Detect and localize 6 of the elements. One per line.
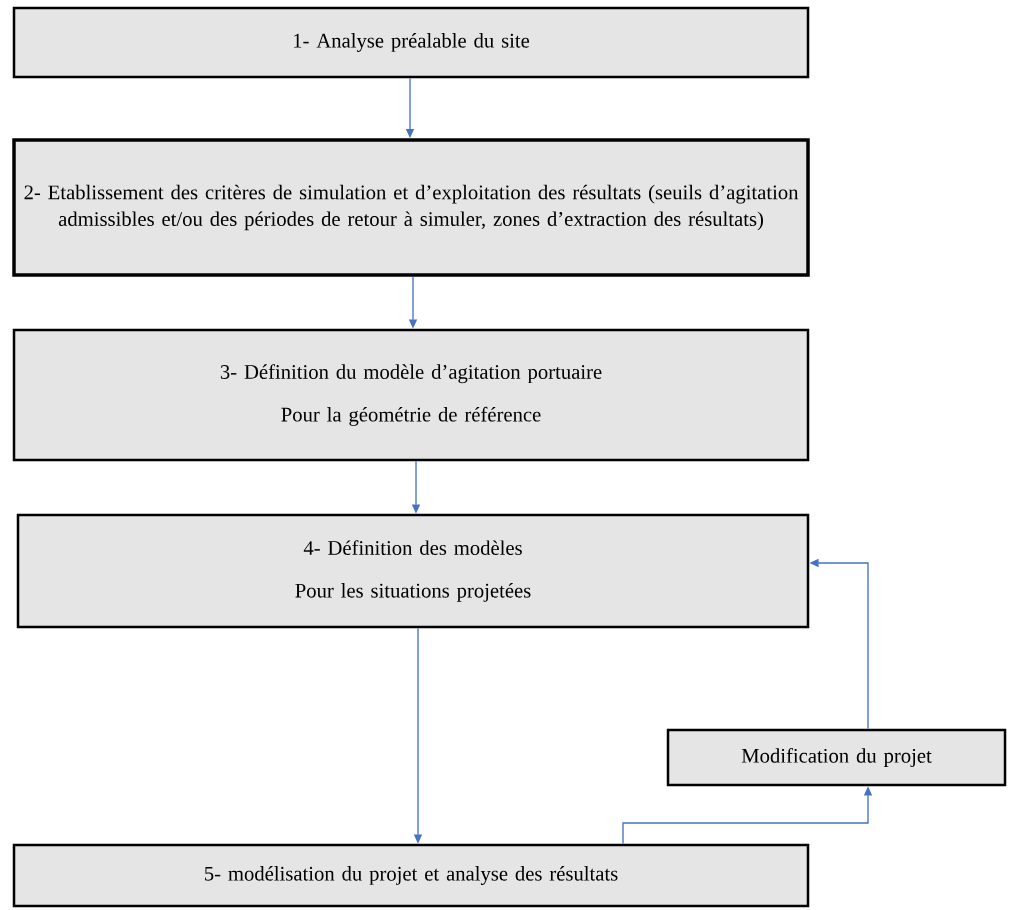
process-box: Modification du projet (666, 728, 1007, 787)
process-box: 2- Etablissement des critères de simulation et d’exploitation des résultats (seuils d’agitation admissibles et/ou des périodes de retour à simuler, zones d’extraction des résultats) (12, 138, 810, 277)
process-box: 3- Définition du modèle d’agitation portuaire Pour la géométrie de référence (12, 328, 810, 462)
process-box: 4- Définition des modèles Pour les situations projetées (16, 513, 810, 629)
process-box: 5- modélisation du projet et analyse des résultats (12, 843, 810, 908)
process-box: 1- Analyse préalable du site (12, 6, 810, 79)
